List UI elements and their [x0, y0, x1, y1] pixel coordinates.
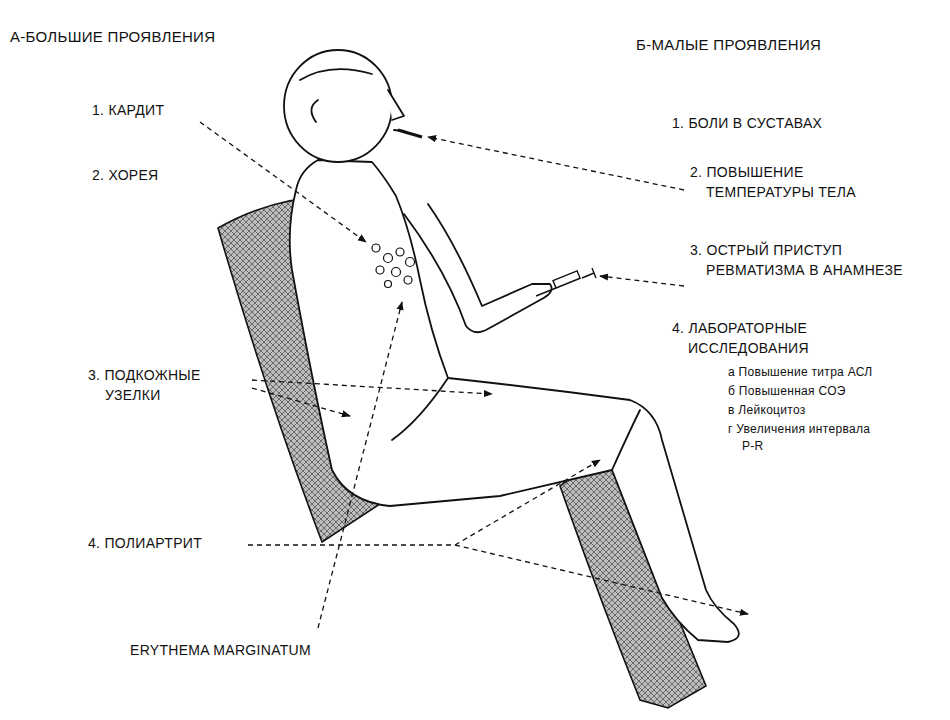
leader-nodules: [252, 388, 350, 416]
leader-nodules: [252, 380, 492, 394]
spot: [392, 268, 401, 277]
syringe-barrel: [553, 271, 580, 288]
syringe-plunger: [582, 273, 594, 278]
ear: [311, 100, 318, 122]
section-heading: Б-МАЛЫЕ ПРОЯВЛЕНИЯ: [636, 34, 821, 56]
syringe: [536, 268, 596, 296]
major-sign: ERYTHEMA MARGINATUM: [130, 640, 311, 660]
spot: [376, 266, 384, 274]
hair-line: [300, 69, 372, 80]
spot: [396, 248, 404, 256]
thermometer: [398, 130, 422, 137]
lab-finding: г Увеличения интервала P-R: [728, 421, 882, 456]
hip-line: [392, 378, 448, 440]
leader-lines: [200, 122, 748, 628]
lab-finding: б Повышенная СОЭ: [728, 383, 846, 400]
leader-polyarthritis: [455, 545, 748, 614]
spot: [385, 281, 392, 288]
major-sign: 4. ПОЛИАРТРИТ: [88, 533, 202, 553]
lab-finding: в Лейкоцитоз: [728, 402, 806, 419]
major-sign: 1. КАРДИТ: [92, 100, 164, 120]
major-sign: 3. ПОДКОЖНЫЕ УЗЕЛКИ: [88, 365, 255, 406]
minor-sign: 3. ОСТРЫЙ ПРИСТУП РЕВМАТИЗМА В АНАМНЕЗЕ: [690, 240, 911, 281]
section-heading: А-БОЛЬШИЕ ПРОЯВЛЕНИЯ: [10, 26, 215, 48]
syringe-grip: [592, 268, 596, 278]
syringe-needle: [536, 288, 556, 296]
body-outline: [290, 160, 739, 642]
patient-figure: [284, 50, 739, 642]
minor-sign: 1. БОЛИ В СУСТАВАХ: [672, 113, 822, 133]
spot: [372, 244, 380, 252]
head: [284, 50, 392, 162]
leader-history: [600, 276, 684, 286]
face-nose: [388, 90, 404, 120]
heart-spots: [372, 244, 415, 288]
leader-erythema: [318, 302, 402, 628]
spot: [404, 276, 412, 284]
spot: [406, 258, 415, 267]
spot: [384, 254, 393, 263]
minor-sign: 2. ПОВЫШЕНИЕ ТЕМПЕРАТУРЫ ТЕЛА: [690, 162, 911, 203]
leader-carditis: [200, 122, 366, 242]
minor-sign: 4. ЛАБОРАТОРНЫЕ ИССЛЕДОВАНИЯ: [672, 318, 878, 359]
leader-temperature: [428, 137, 684, 190]
arm: [404, 204, 552, 332]
knee-line: [612, 410, 640, 470]
major-sign: 2. ХОРЕЯ: [92, 165, 159, 185]
leader-polyarthritis: [248, 544, 455, 545]
thermometer-body: [398, 130, 422, 137]
lab-finding: а Повышение титра АСЛ: [728, 364, 873, 381]
leader-polyarthritis: [455, 460, 600, 545]
